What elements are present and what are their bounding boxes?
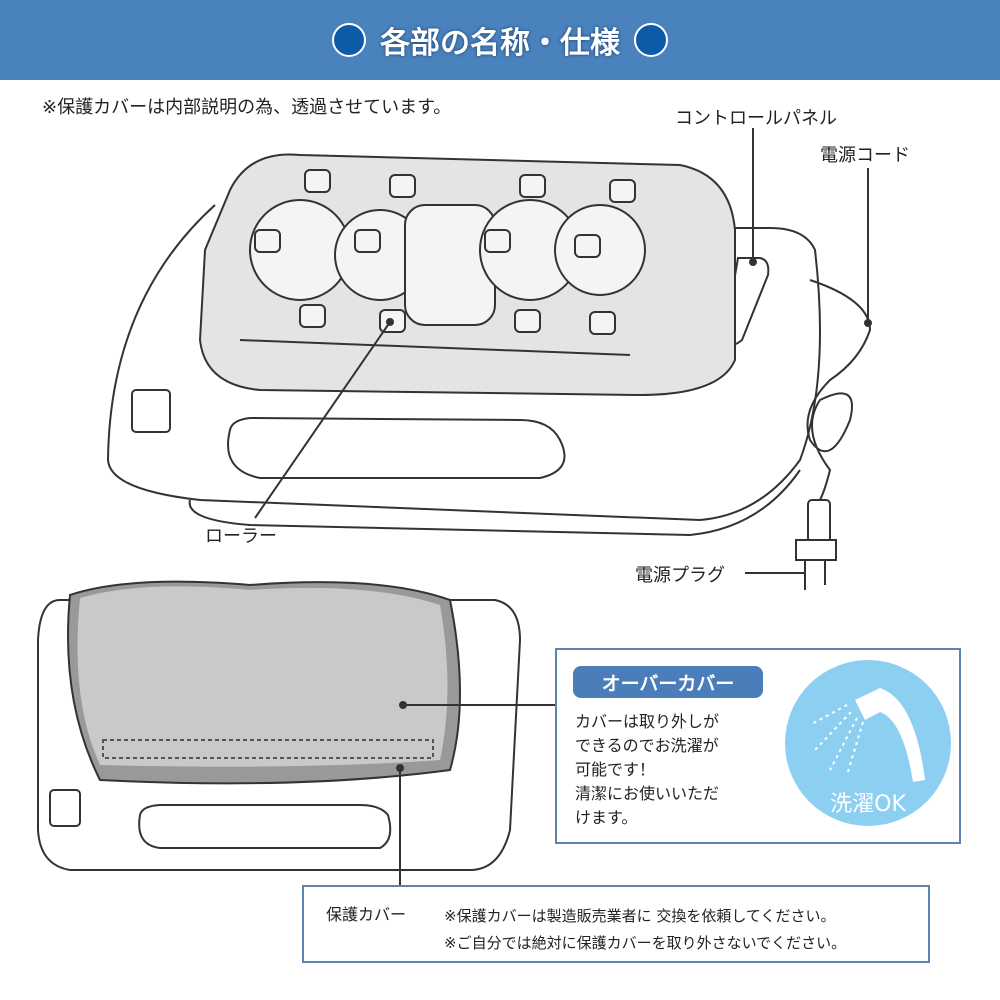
over-cover-badge: オーバーカバー bbox=[573, 666, 763, 698]
note-line: ※保護カバーは製造販売業者に 交換を依頼してください。 bbox=[444, 907, 836, 925]
over-cover-description: カバーは取り外しが できるのでお洗濯が 可能です！ 清潔にお使いいただ けます。 bbox=[575, 710, 719, 830]
note-line: ※ご自分では絶対に保護カバーを取り外さないでください。 bbox=[444, 934, 847, 952]
description-line: 可能です！ bbox=[575, 760, 656, 779]
page-title: 各部の名称・仕様 bbox=[380, 26, 620, 61]
protective-cover-notes: ※保護カバーは製造販売業者に 交換を依頼してください。 ※ご自分では絶対に保護カ… bbox=[444, 903, 846, 957]
description-line: 清潔にお使いいただ bbox=[575, 784, 720, 803]
roller-label: ローラー bbox=[205, 526, 277, 547]
shower-icon bbox=[809, 688, 925, 782]
description-line: できるのでお洗濯が bbox=[575, 736, 719, 755]
power-cord-label: 電源コード bbox=[820, 145, 910, 166]
washable-badge: 洗濯OK bbox=[785, 660, 951, 826]
header-banner: 各部の名称・仕様 bbox=[0, 0, 1000, 80]
power-plug-label: 電源プラグ bbox=[635, 565, 725, 586]
over-cover-info-box: オーバーカバー カバーは取り外しが できるのでお洗濯が 可能です！ 清潔にお使い… bbox=[555, 648, 961, 844]
control-panel-label: コントロールパネル bbox=[675, 108, 837, 129]
transparency-note: ※保護カバーは内部説明の為、透過させています。 bbox=[42, 97, 452, 118]
circle-icon bbox=[332, 23, 366, 57]
washable-label: 洗濯OK bbox=[830, 792, 906, 817]
circle-icon bbox=[634, 23, 668, 57]
protective-cover-info-box: 保護カバー ※保護カバーは製造販売業者に 交換を依頼してください。 ※ご自分では… bbox=[302, 885, 930, 963]
description-line: けます。 bbox=[575, 808, 638, 827]
description-line: カバーは取り外しが bbox=[575, 712, 720, 731]
protective-cover-label: 保護カバー bbox=[326, 905, 407, 924]
